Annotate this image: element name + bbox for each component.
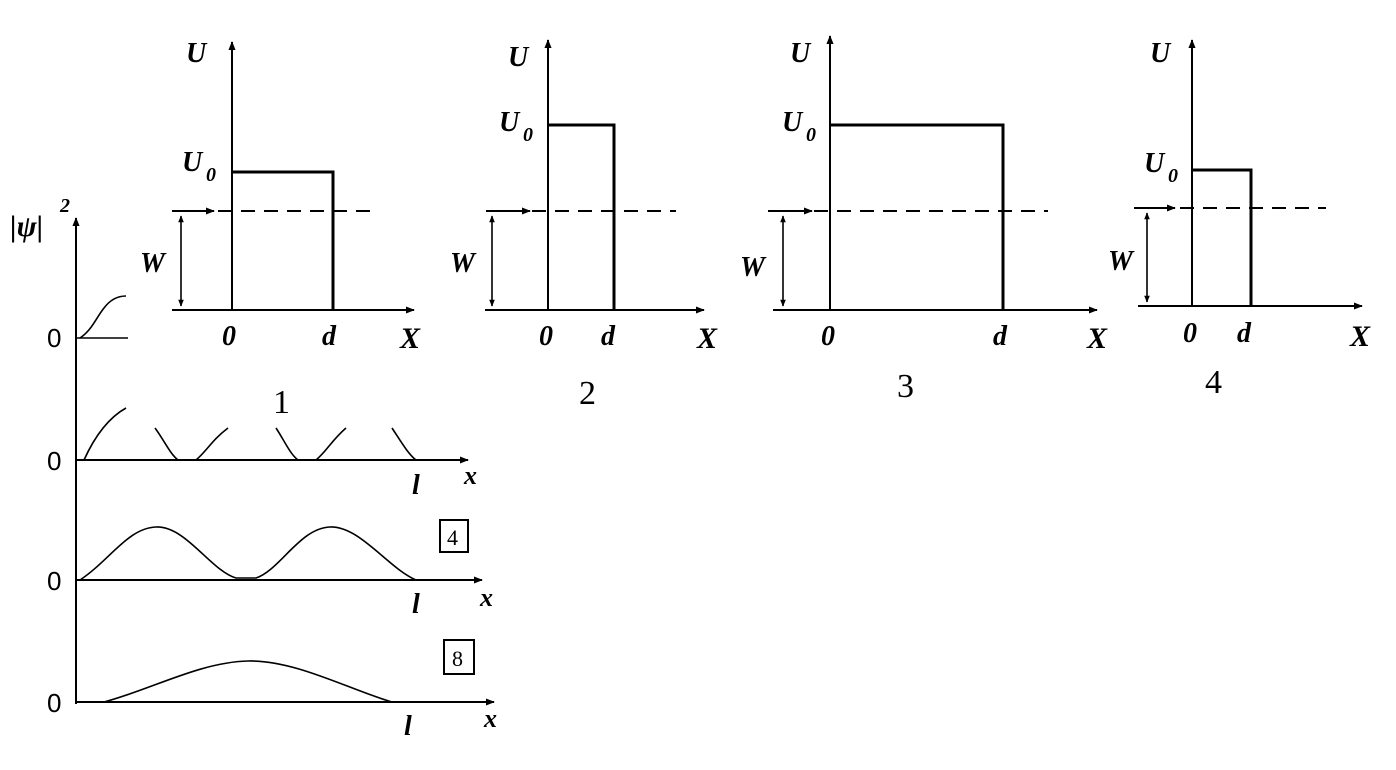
x-label: x bbox=[463, 461, 477, 490]
level-box-label: 4 bbox=[447, 525, 458, 550]
u0-subscript: 0 bbox=[206, 164, 216, 186]
u0-subscript: 0 bbox=[806, 124, 816, 146]
wave-curve bbox=[79, 295, 127, 339]
psi-axis-label: |ψ| bbox=[10, 210, 43, 243]
origin-label: 0 bbox=[821, 321, 835, 352]
psi-row-1: 0 bbox=[47, 295, 128, 353]
u-axis-label: U bbox=[1150, 38, 1172, 69]
origin-label: 0 bbox=[539, 321, 553, 352]
wave-curve bbox=[79, 526, 417, 581]
w-label: W bbox=[140, 248, 167, 279]
l-label: l bbox=[412, 470, 420, 501]
panel-number: 3 bbox=[897, 368, 914, 405]
x-label: x bbox=[479, 583, 493, 612]
zero-label: 0 bbox=[47, 323, 61, 353]
psi-row-2: 0 l x bbox=[47, 407, 477, 501]
barrier-panel-1: U U 0 W 0 d X 1 bbox=[140, 38, 421, 421]
u-axis-label: U bbox=[186, 38, 208, 69]
u-axis-label: U bbox=[508, 42, 530, 73]
u0-label: U bbox=[499, 107, 521, 138]
x-label: x bbox=[483, 704, 497, 733]
w-label: W bbox=[740, 252, 767, 283]
psi-row-3: 4 0 l x bbox=[47, 519, 493, 620]
level-box-label: 8 bbox=[452, 646, 463, 671]
u0-subscript: 0 bbox=[1168, 165, 1178, 187]
l-label: l bbox=[412, 589, 420, 620]
l-label: l bbox=[404, 711, 412, 742]
barrier-panel-4: U U 0 W 0 d X 4 bbox=[1108, 38, 1371, 401]
u0-label: U bbox=[1144, 148, 1166, 179]
u0-label: U bbox=[782, 107, 804, 138]
d-label: d bbox=[322, 321, 337, 352]
barrier-outline bbox=[548, 123, 616, 310]
origin-label: 0 bbox=[222, 321, 236, 352]
wave-curve bbox=[154, 427, 229, 461]
u0-label: U bbox=[182, 147, 204, 178]
wave-curve bbox=[391, 427, 417, 461]
u0-subscript: 0 bbox=[523, 124, 533, 146]
barrier-outline bbox=[830, 123, 1005, 310]
barrier-panel-2: U U 0 W 0 d X 2 bbox=[450, 39, 718, 412]
w-label: W bbox=[450, 248, 477, 279]
zero-label: 0 bbox=[47, 688, 61, 718]
d-label: d bbox=[993, 321, 1008, 352]
x-axis-label: X bbox=[696, 322, 718, 355]
level-box bbox=[439, 519, 469, 553]
x-axis-label: X bbox=[1349, 320, 1371, 353]
psi-axis-exponent: 2 bbox=[59, 195, 70, 217]
u-axis-label: U bbox=[790, 38, 812, 69]
panel-number: 1 bbox=[273, 384, 290, 421]
d-label: d bbox=[601, 321, 616, 352]
wave-curve bbox=[103, 660, 393, 703]
panel-number: 2 bbox=[579, 375, 596, 412]
w-label: W bbox=[1108, 246, 1135, 277]
wave-curve bbox=[275, 427, 347, 461]
barrier-outline bbox=[1192, 168, 1253, 306]
level-box bbox=[443, 639, 475, 675]
origin-label: 0 bbox=[1183, 318, 1197, 349]
psi-row-4: 8 0 l x bbox=[47, 639, 497, 742]
zero-label: 0 bbox=[47, 566, 61, 596]
barrier-outline bbox=[232, 170, 335, 310]
x-axis-label: X bbox=[399, 322, 421, 355]
panel-number: 4 bbox=[1205, 364, 1222, 401]
psi-squared-plot: |ψ| 2 0 0 l x 4 0 l x bbox=[10, 195, 497, 742]
wave-curve bbox=[83, 407, 127, 461]
barrier-panel-3: U U 0 W 0 d X 3 bbox=[740, 35, 1108, 405]
zero-label: 0 bbox=[47, 446, 61, 476]
d-label: d bbox=[1237, 318, 1252, 349]
x-axis-label: X bbox=[1086, 322, 1108, 355]
